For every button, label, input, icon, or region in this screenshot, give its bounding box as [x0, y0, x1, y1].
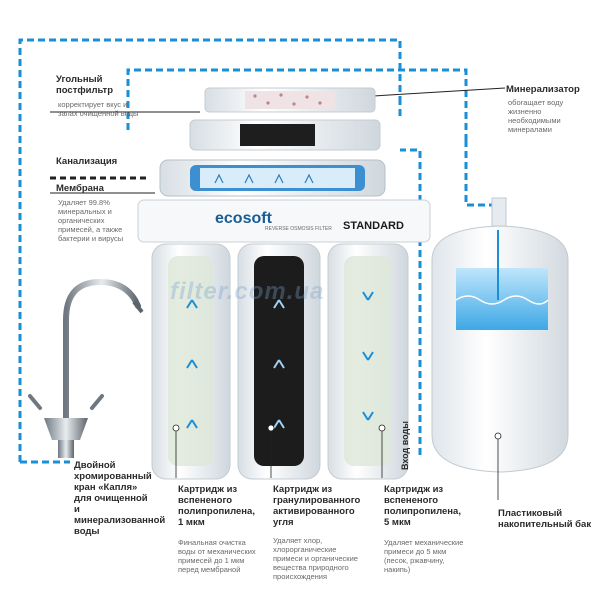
watermark: filter.com.ua	[170, 278, 325, 305]
cart1-marker	[172, 424, 180, 432]
cartridge-3-housing	[327, 243, 409, 480]
brand-model: STANDARD	[343, 220, 404, 232]
cart3-desc: Удаляет механические примеси до 5 мкм (п…	[384, 538, 464, 574]
brand-logo: ecosoft	[215, 210, 272, 227]
membrane-title: Мембрана	[56, 183, 104, 194]
filter-head-panel	[137, 199, 431, 243]
membrane-desc: Удаляет 99.8% минеральных и органических…	[58, 198, 124, 243]
drain-title: Канализация	[56, 156, 118, 167]
cart2-title: Картридж из гранулированного активирован…	[273, 484, 361, 528]
carbon-post-cartridge	[189, 119, 381, 151]
storage-tank	[431, 197, 569, 500]
tank-title: Пластиковый накопительный бак	[498, 508, 592, 530]
cart1-desc: Финальная очистка воды от механических п…	[178, 538, 256, 574]
cart1-title: Картридж из вспененого полипропилена, 1 …	[178, 484, 255, 528]
cart2-desc: Удаляет хлор, хлорорганические примеси и…	[273, 536, 358, 581]
tank-pipe	[464, 140, 500, 230]
carbon-post-title: Угольный постфильтр	[56, 74, 113, 96]
cart3-title: Картридж из вспененого полипропилена, 5 …	[384, 484, 461, 528]
carbon-post-desc: корректирует вкус и запах очищенной воды	[58, 100, 139, 118]
cart3-marker	[378, 424, 386, 432]
mineralizer-cartridge	[204, 87, 376, 113]
water-inlet-pipe	[400, 148, 422, 455]
membrane-housing	[159, 159, 386, 197]
faucet	[28, 278, 144, 458]
cart2-marker	[267, 424, 275, 432]
water-inlet-label: Вход воды	[400, 421, 410, 470]
mineralizer-pipe	[126, 68, 468, 140]
flow-pipes	[18, 38, 500, 464]
mineralizer-title: Минерализатор	[506, 84, 580, 95]
mineralizer-desc: обогащает воду жизненно необходимыми мин…	[508, 98, 564, 134]
faucet-title: Двойной хромированный кран «Капля» для о…	[74, 460, 166, 537]
flow-arrows	[186, 291, 374, 429]
brand-subtitle: REVERSE OSMOSIS FILTER	[265, 226, 332, 232]
